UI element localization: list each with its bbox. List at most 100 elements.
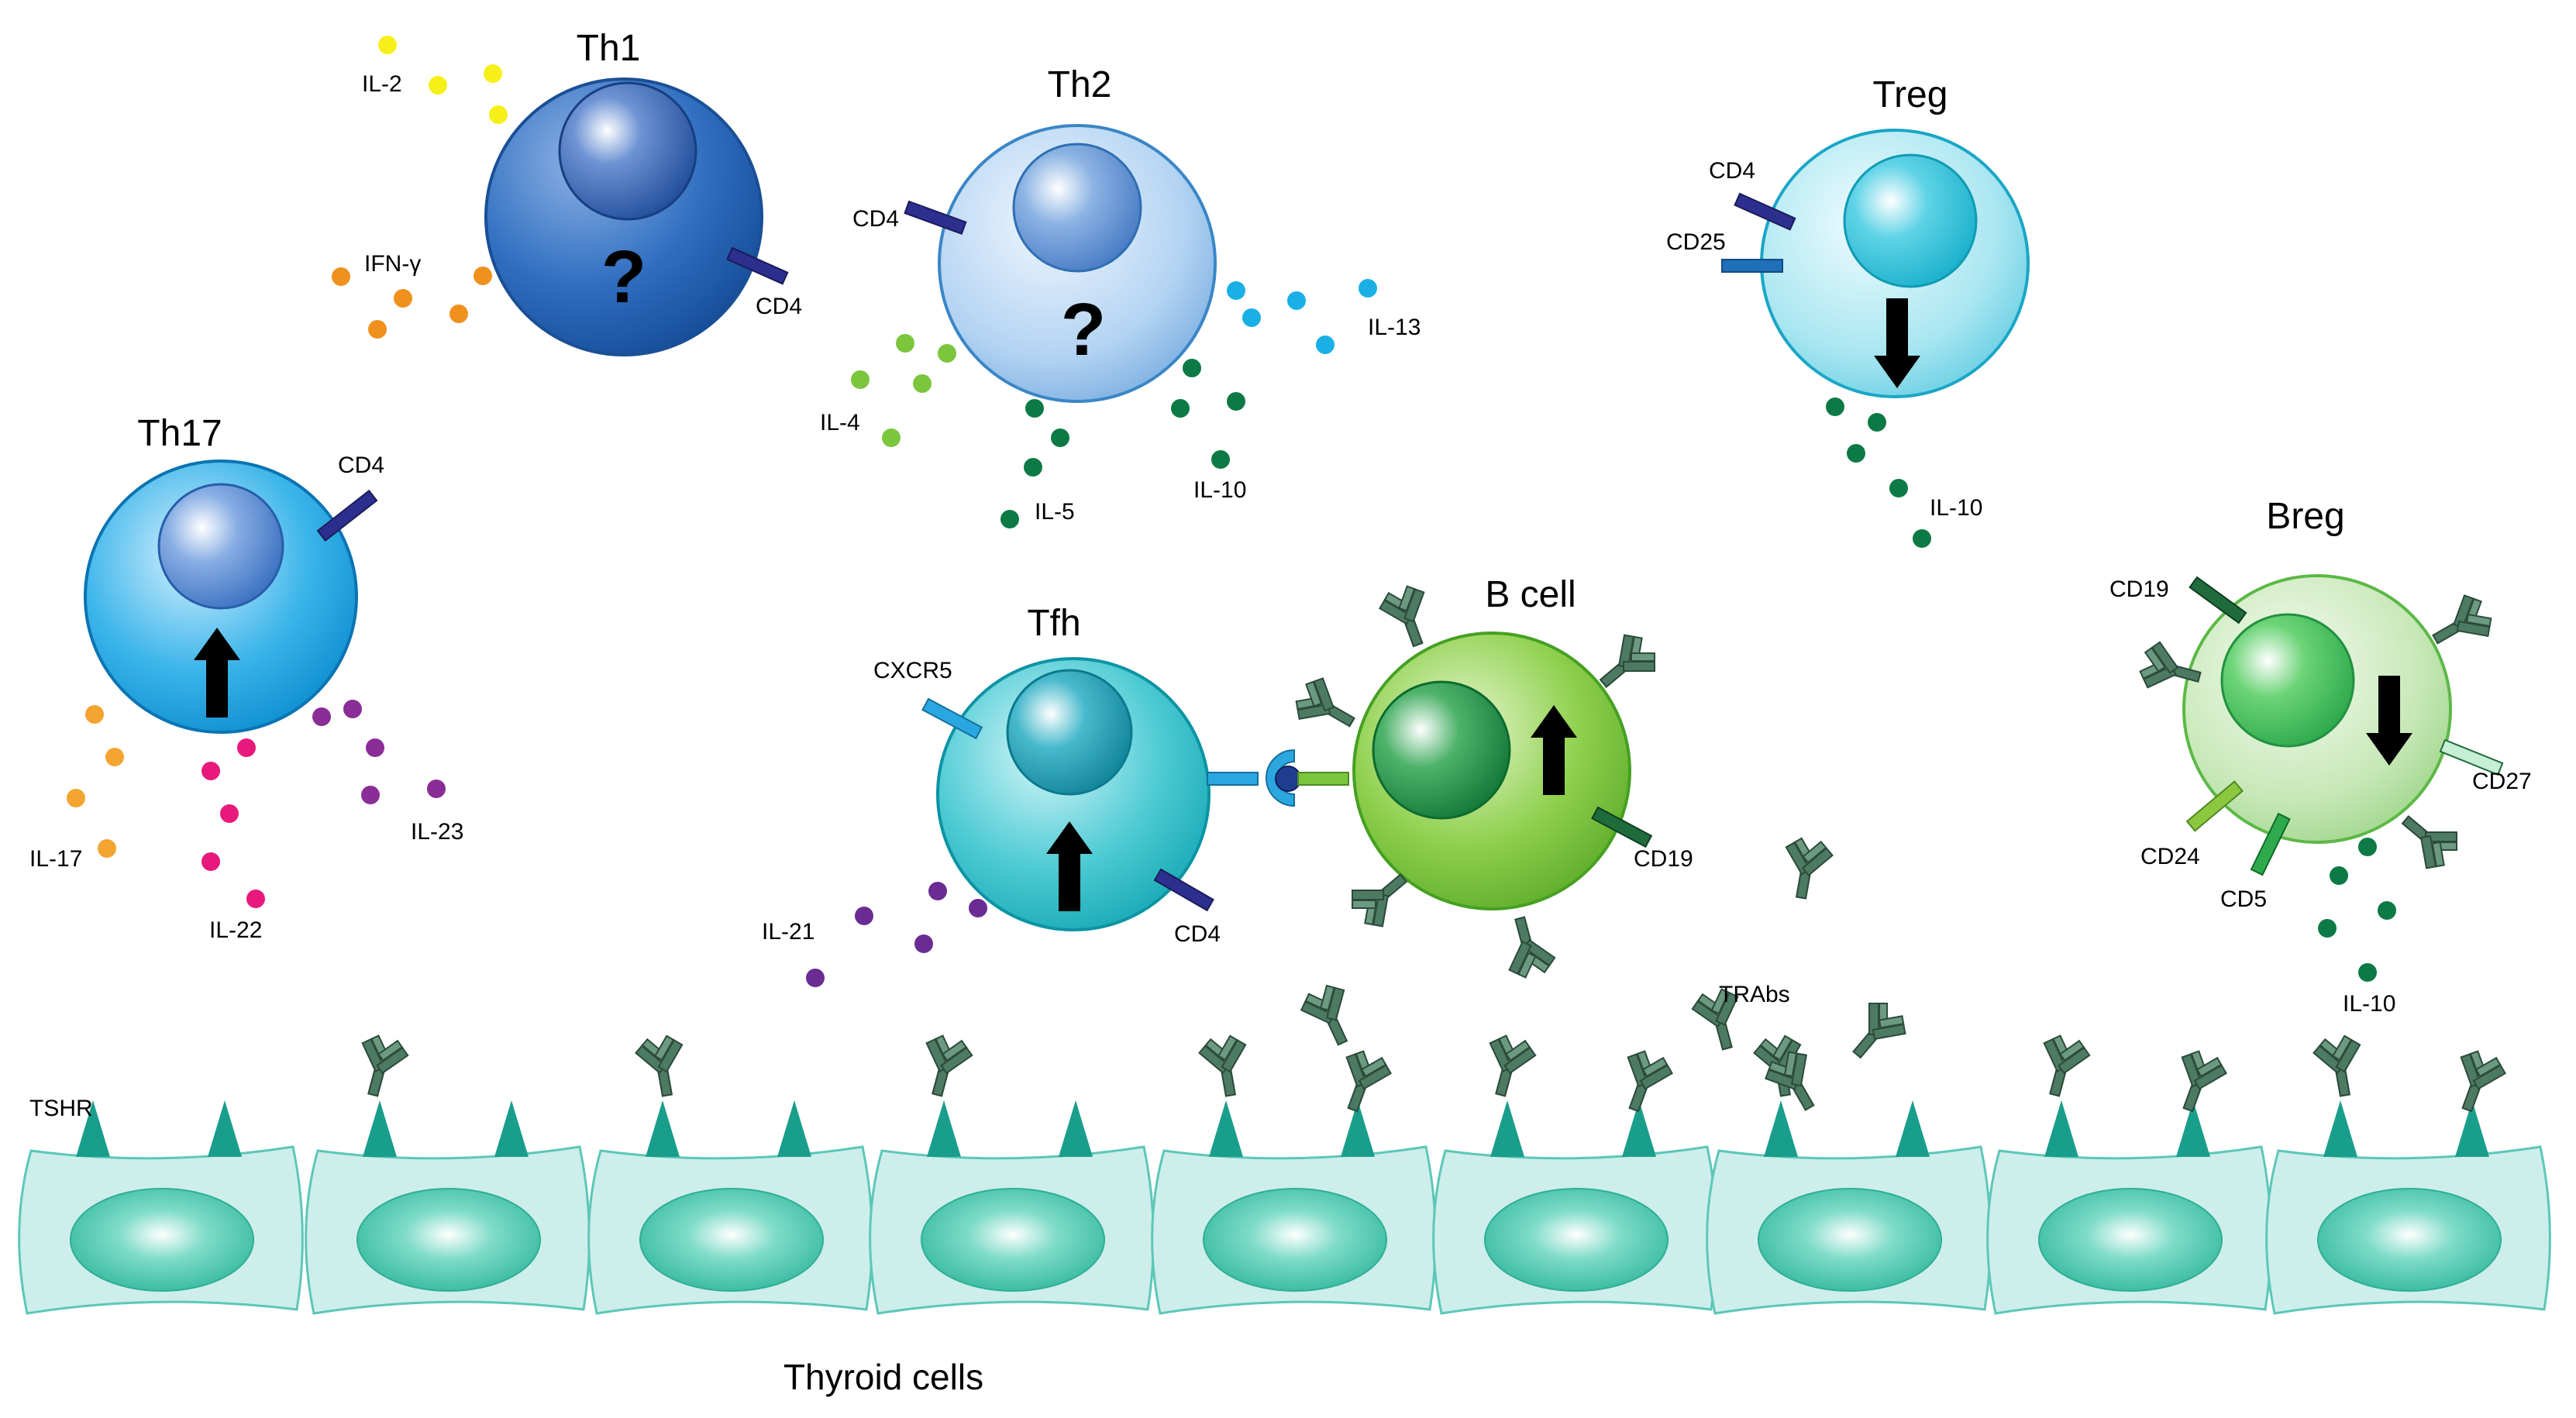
free-antibodies xyxy=(1295,835,1913,1071)
th2-cell: ? xyxy=(904,124,1217,403)
thyroid-nucleus xyxy=(2038,1188,2223,1292)
th1-cell: ? xyxy=(484,77,789,356)
th17-cell xyxy=(84,459,378,734)
thyroid-nucleus xyxy=(921,1188,1105,1292)
breg-il10-dots xyxy=(2318,838,2396,982)
breg-cd24-receptor xyxy=(2185,780,2244,832)
breg-cd24-label: CD24 xyxy=(2140,844,2200,869)
th17-cd4-receptor xyxy=(316,489,378,542)
tshr-receptor xyxy=(494,1100,529,1157)
bound-trab-antibody xyxy=(913,1031,976,1102)
th1-question-mark: ? xyxy=(601,236,647,318)
treg-cd25-label: CD25 xyxy=(1666,229,1726,255)
tshr-receptor xyxy=(2176,1100,2210,1157)
thyroid-nucleus xyxy=(1484,1188,1669,1292)
treg-cd4-label: CD4 xyxy=(1709,158,1755,184)
breg-cell xyxy=(2182,574,2504,876)
thyroid-cell xyxy=(18,1100,304,1315)
bound-trab-antibody xyxy=(1196,1032,1255,1100)
th1-ifng-label: IFN-γ xyxy=(364,251,421,277)
th2-title: Th2 xyxy=(1048,64,1112,105)
tshr-receptor xyxy=(208,1100,242,1157)
th1-il2-dots xyxy=(378,36,508,124)
bound-trab-antibody xyxy=(349,1031,412,1102)
breg-cd19-receptor xyxy=(2189,576,2247,625)
trabs-label: TRAbs xyxy=(1719,982,1790,1007)
th17-il22-dots xyxy=(201,738,265,908)
tfh-cxcr5-receptor xyxy=(921,697,983,740)
tshr-receptor xyxy=(1059,1100,1093,1157)
tshr-label: TSHR xyxy=(29,1096,93,1121)
bound-trab-antibody xyxy=(632,1032,691,1100)
th2-il4-label: IL-4 xyxy=(820,410,860,435)
breg-cd27-receptor xyxy=(2439,738,2504,776)
bound-trab-antibody xyxy=(2030,1031,2094,1102)
tfh-cxcr5-label: CXCR5 xyxy=(873,658,952,683)
tshr-receptor xyxy=(1490,1100,1524,1157)
th1-cd4-receptor xyxy=(726,246,789,285)
th17-il17-dots xyxy=(67,705,124,858)
thyroid-cell xyxy=(1151,1032,1437,1315)
thyroid-cell xyxy=(1706,1032,1992,1315)
th2-cd4-label: CD4 xyxy=(852,206,899,232)
th1-il2-label: IL-2 xyxy=(362,71,402,97)
th2-il13-dots xyxy=(1227,279,1377,354)
tshr-receptor xyxy=(1209,1100,1243,1157)
breg-cd27-label: CD27 xyxy=(2472,769,2532,794)
tfh-bcell-synapse xyxy=(1207,749,1349,807)
tfh-il21-label: IL-21 xyxy=(762,919,814,945)
bound-trab-antibody xyxy=(2443,1045,2510,1119)
tfh-il21-dots xyxy=(806,882,987,987)
tshr-receptor xyxy=(1622,1100,1656,1157)
tshr-receptor xyxy=(2323,1100,2357,1157)
th17-il22-label: IL-22 xyxy=(209,917,262,943)
bound-trab-antibody xyxy=(2310,1032,2369,1100)
th2-il5-dots xyxy=(1000,399,1069,528)
th17-title: Th17 xyxy=(137,413,222,454)
thyroid-nucleus xyxy=(639,1188,824,1292)
tshr-receptor xyxy=(2044,1100,2078,1157)
th2-il10-dots xyxy=(1171,359,1245,469)
thyroid-cells-label: Thyroid cells xyxy=(783,1357,983,1397)
th2-il10-label: IL-10 xyxy=(1193,477,1246,503)
breg-title: Breg xyxy=(2266,496,2344,537)
th2-il4-dots xyxy=(851,334,956,447)
thyroid-cell xyxy=(1986,1031,2272,1315)
breg-cd19-label: CD19 xyxy=(2109,576,2169,602)
tfh-cd4-label: CD4 xyxy=(1174,921,1221,947)
tfh-title: Tfh xyxy=(1027,603,1080,644)
breg-il10-label: IL-10 xyxy=(2343,991,2395,1017)
thyroid-cell xyxy=(305,1031,591,1315)
thyroid-nucleus xyxy=(356,1188,541,1292)
breg-cd5-receptor xyxy=(2250,812,2291,876)
th2-cd4-receptor xyxy=(904,200,967,235)
thyroid-cell xyxy=(869,1031,1155,1315)
th1-ifng-dots xyxy=(332,267,492,339)
th2-il13-label: IL-13 xyxy=(1368,315,1421,340)
th1-cd4-label: CD4 xyxy=(756,294,802,319)
th2-il5-label: IL-5 xyxy=(1035,499,1075,525)
bcell-cd19-label: CD19 xyxy=(1634,846,1693,872)
thyroid-nucleus xyxy=(1758,1188,1942,1292)
treg-il10-label: IL-10 xyxy=(1930,495,1982,521)
thyroid-cell xyxy=(587,1032,873,1315)
bcell-cd19-receptor xyxy=(1591,806,1653,848)
tshr-receptor xyxy=(1764,1100,1798,1157)
tshr-receptor xyxy=(927,1100,961,1157)
tshr-receptor xyxy=(646,1100,680,1157)
bound-trab-antibody xyxy=(1329,1045,1396,1119)
tfh-cell xyxy=(921,657,1214,931)
tshr-receptor xyxy=(1896,1100,1930,1157)
th17-il17-label: IL-17 xyxy=(29,846,82,872)
b-cell xyxy=(1352,632,1653,910)
th1-title: Th1 xyxy=(577,28,641,69)
tshr-receptor xyxy=(76,1100,110,1157)
breg-cd5-label: CD5 xyxy=(2220,886,2267,912)
tshr-receptor xyxy=(777,1100,811,1157)
th2-question-mark: ? xyxy=(1061,288,1107,371)
tshr-receptor xyxy=(2455,1100,2489,1157)
th17-cd4-label: CD4 xyxy=(338,453,384,478)
treg-cd25-receptor xyxy=(1721,259,1783,273)
bound-trab-antibody xyxy=(2164,1045,2231,1119)
thyroid-nucleus xyxy=(70,1188,254,1292)
